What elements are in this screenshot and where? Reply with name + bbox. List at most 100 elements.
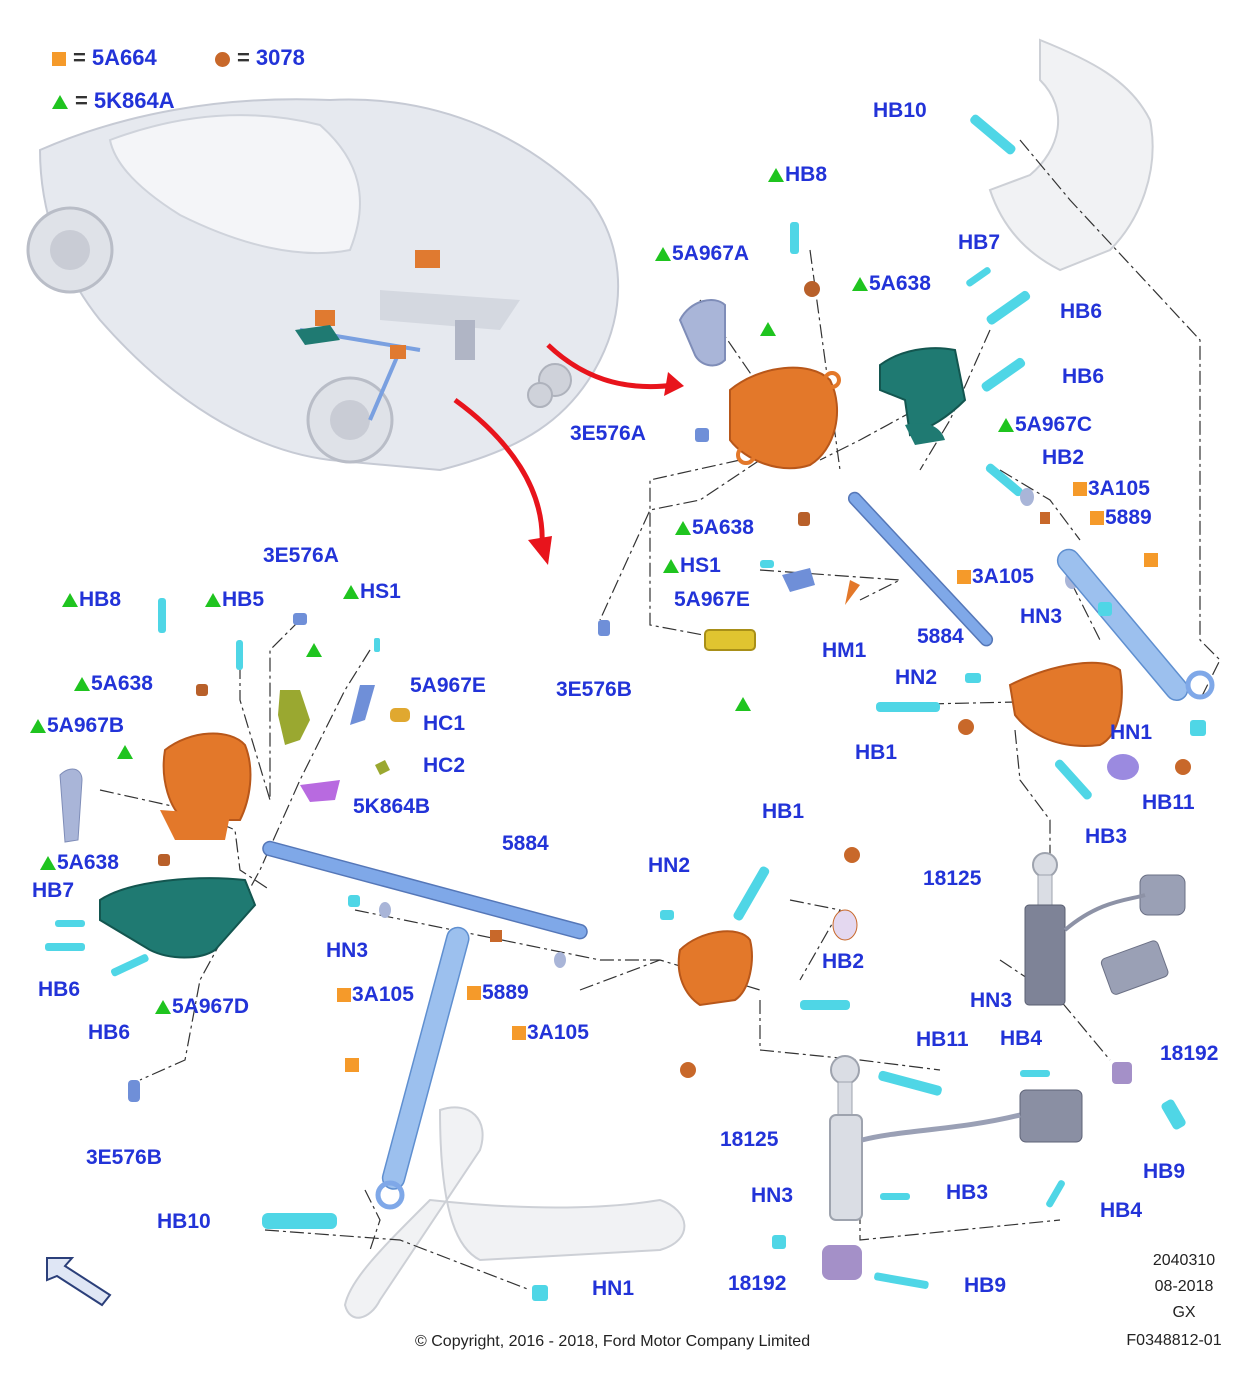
damper-assemblies: [772, 852, 1186, 1289]
part-label: 3A105: [1073, 478, 1150, 499]
triangle-marker-icon: [655, 247, 671, 262]
part-label: 5A638: [74, 673, 153, 694]
part-label: HB9: [964, 1274, 1007, 1297]
part-label: HN3: [970, 989, 1013, 1012]
vehicle-illustration: [26, 98, 620, 472]
part-label: HN2: [895, 666, 938, 689]
triangle-marker-icon: [343, 585, 359, 600]
part-label: 3A105: [512, 1022, 589, 1043]
part-label: 5884: [917, 625, 964, 648]
left-parts: [45, 598, 860, 1301]
part-label: HS1: [663, 555, 721, 576]
part-label: 5A967C: [998, 414, 1092, 435]
part-label: HB7: [32, 879, 75, 902]
square-marker-icon: [467, 986, 481, 1001]
triangle-marker-icon: [52, 95, 68, 110]
figure-id: F0348812-01: [1126, 1332, 1222, 1349]
triangle-marker-icon: [30, 719, 46, 734]
lower-a-arm: [343, 1106, 686, 1319]
legend-circle-code: 3078: [255, 45, 305, 70]
upper-subframe: [988, 38, 1154, 272]
part-label: HB10: [873, 99, 927, 122]
drawing-date: 08-2018: [1154, 1278, 1214, 1295]
legend-circle: =3078: [215, 45, 305, 71]
part-label: 3E576A: [263, 544, 339, 567]
part-label: HB6: [1062, 365, 1105, 388]
part-label: HB3: [1085, 825, 1128, 848]
part-label: HN2: [648, 854, 691, 877]
part-label: HB6: [88, 1021, 131, 1044]
part-label: 5A638: [40, 852, 119, 873]
part-label: HB10: [157, 1210, 211, 1233]
part-label: HB6: [38, 978, 81, 1001]
triangle-marker-icon: [40, 856, 56, 871]
part-label: 3A105: [337, 984, 414, 1005]
part-label: 5A967E: [674, 588, 750, 611]
part-label: 5884: [502, 832, 549, 855]
copyright-text: © Copyright, 2016 - 2018, Ford Motor Com…: [415, 1333, 811, 1350]
square-marker-icon: [52, 52, 66, 67]
triangle-marker-icon: [74, 677, 90, 692]
part-label: 18125: [923, 867, 982, 890]
legend-triangle-code: 5K864A: [93, 88, 175, 113]
part-label: HB4: [1100, 1199, 1143, 1222]
part-label: HB9: [1143, 1160, 1186, 1183]
triangle-marker-icon: [663, 559, 679, 574]
circle-marker-icon: [215, 51, 230, 67]
square-marker-icon: [957, 570, 971, 585]
part-label: 18192: [1160, 1042, 1219, 1065]
drawing-region: GX: [1172, 1304, 1196, 1321]
part-label: HC2: [423, 754, 466, 777]
part-label: HB3: [946, 1181, 989, 1204]
part-label: 3E576A: [570, 422, 646, 445]
upper-parts: [598, 114, 1215, 800]
assembly-lines: [99, 139, 1221, 1291]
triangle-marker-icon: [205, 593, 221, 608]
part-label: HN3: [326, 939, 369, 962]
square-marker-icon: [1144, 553, 1158, 567]
part-label: HB6: [1060, 300, 1103, 323]
part-label: HB5: [205, 589, 264, 610]
part-label: HB2: [822, 950, 865, 973]
part-label: HC1: [423, 712, 466, 735]
part-label: 3A105: [957, 566, 1034, 587]
part-label: 5889: [467, 982, 529, 1003]
part-label: HB2: [1042, 446, 1085, 469]
part-label: HS1: [343, 581, 401, 602]
part-label: HM1: [822, 639, 867, 662]
triangle-marker-icon: [62, 593, 78, 608]
part-label: HN3: [751, 1184, 794, 1207]
triangle-marker-icon: [735, 697, 751, 711]
part-label: 5889: [1090, 507, 1152, 528]
triangle-marker-icon: [306, 643, 322, 657]
square-marker-icon: [1073, 482, 1087, 497]
part-label: 5A967A: [655, 243, 749, 264]
direction-arrow-icon: [46, 1257, 112, 1307]
part-label: 5K864B: [353, 795, 431, 818]
part-label: HB4: [1000, 1027, 1043, 1050]
square-marker-icon: [1090, 511, 1104, 526]
part-label: HN1: [592, 1277, 635, 1300]
part-label: HB1: [762, 800, 805, 823]
part-label: 5A638: [675, 517, 754, 538]
triangle-marker-icon: [117, 745, 133, 759]
part-label: HB11: [1142, 791, 1195, 814]
part-label: HN1: [1110, 721, 1153, 744]
triangle-marker-icon: [768, 168, 784, 183]
part-label: 5A638: [852, 273, 931, 294]
triangle-marker-icon: [155, 1000, 171, 1015]
part-label: 5A967D: [155, 996, 249, 1017]
part-label: 18192: [728, 1272, 787, 1295]
triangle-marker-icon: [852, 277, 868, 292]
part-label: 5A967B: [30, 715, 124, 736]
part-label: 5A967E: [410, 674, 486, 697]
triangle-marker-icon: [760, 322, 776, 336]
part-label: 3E576B: [556, 678, 632, 701]
legend-square-code: 5A664: [91, 45, 157, 70]
square-marker-icon: [512, 1026, 526, 1041]
part-label: 3E576B: [86, 1146, 162, 1169]
triangle-marker-icon: [998, 418, 1014, 433]
drawing-number: 2040310: [1152, 1252, 1216, 1269]
part-label: HB1: [855, 741, 898, 764]
